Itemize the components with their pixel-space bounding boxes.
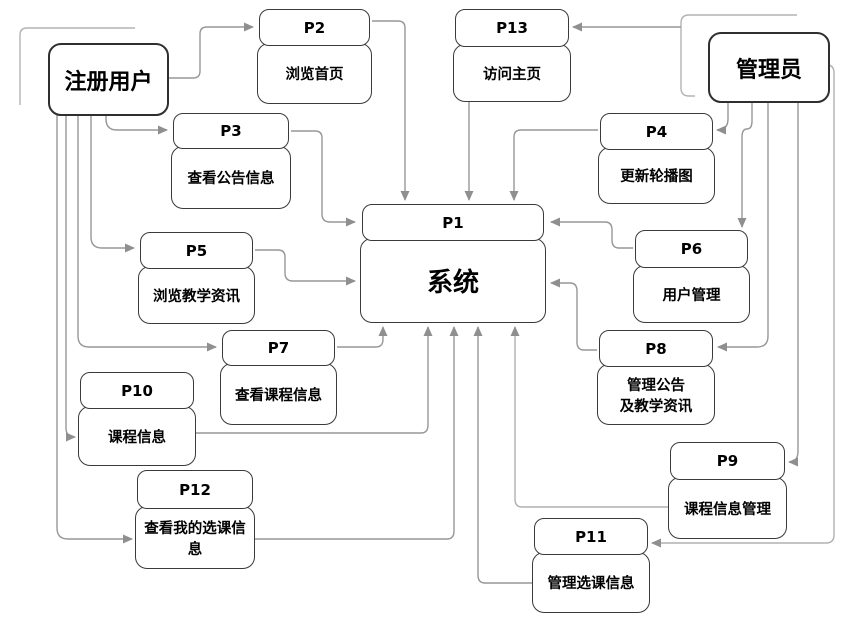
process-p13-label: 访问主页 [453, 44, 571, 102]
stray-line-top-right [680, 14, 797, 97]
process-p7: P7 查看课程信息 [220, 330, 337, 425]
process-p11-code: P11 [534, 518, 648, 555]
process-p5: P5 浏览教学资讯 [138, 232, 255, 324]
process-p12: P12 查看我的选课信息 [135, 470, 255, 569]
process-p9-code: P9 [670, 442, 785, 480]
process-p3-label: 查看公告信息 [171, 146, 291, 209]
process-p6-label: 用户管理 [633, 265, 750, 323]
process-p9: P9 课程信息管理 [668, 442, 787, 539]
edge-p9-p1 [510, 326, 668, 508]
edge-user-p7 [77, 112, 217, 352]
process-p6-code: P6 [635, 230, 748, 268]
process-p7-code: P7 [222, 330, 335, 366]
process-p11-label: 管理选课信息 [532, 552, 650, 613]
process-p11: P11 管理选课信息 [532, 518, 650, 613]
process-p8-label: 管理公告 及教学资讯 [597, 364, 715, 425]
edge-admin-p9 [788, 99, 799, 467]
process-p8-code: P8 [599, 330, 713, 367]
stray-line-top-left [19, 27, 135, 105]
edge-user-p5 [90, 112, 135, 253]
edge-user-p10 [65, 112, 76, 442]
edge-p4-p1 [509, 129, 598, 201]
process-p6: P6 用户管理 [633, 230, 750, 323]
actor-registered-user: 注册用户 [48, 43, 169, 116]
process-p10-code: P10 [80, 372, 194, 409]
process-p13-code: P13 [455, 9, 569, 47]
process-p1-code: P1 [362, 204, 544, 241]
process-p2: P2 浏览首页 [257, 9, 372, 104]
process-p2-label: 浏览首页 [257, 43, 372, 104]
process-p2-code: P2 [259, 9, 370, 46]
process-p5-label: 浏览教学资讯 [138, 266, 255, 324]
actor-admin: 管理员 [708, 32, 830, 103]
edge-p8-p1 [550, 278, 597, 351]
edge-p12-p1 [255, 326, 459, 540]
edge-p11-p1 [473, 326, 532, 584]
process-p8: P8 管理公告 及教学资讯 [597, 330, 715, 425]
edge-user-p3 [105, 112, 168, 135]
process-p4: P4 更新轮播图 [598, 113, 715, 204]
edge-user-p2 [165, 22, 254, 79]
process-p12-code: P12 [137, 470, 253, 509]
edge-p6-p1 [550, 217, 633, 249]
process-p4-code: P4 [600, 113, 713, 150]
process-p12-label: 查看我的选课信息 [135, 506, 255, 569]
edge-p3-p1 [291, 130, 356, 227]
edge-user-p12 [56, 112, 133, 544]
process-p13: P13 访问主页 [453, 9, 571, 102]
edge-admin-p8 [717, 99, 769, 352]
process-p1-system: P1 系统 [360, 204, 546, 323]
process-p1-label: 系统 [360, 238, 546, 323]
edge-admin-p6 [737, 99, 753, 228]
edge-p2-p1 [372, 20, 410, 201]
process-p10: P10 课程信息 [78, 372, 196, 466]
process-p10-label: 课程信息 [78, 406, 196, 466]
edge-admin-p4 [716, 99, 729, 135]
process-p3: P3 查看公告信息 [171, 113, 291, 209]
process-p3-code: P3 [173, 113, 289, 149]
process-p5-code: P5 [140, 232, 253, 269]
edge-p10-p1 [196, 326, 433, 434]
process-p9-label: 课程信息管理 [668, 477, 787, 539]
process-p7-label: 查看课程信息 [220, 363, 337, 425]
process-p4-label: 更新轮播图 [598, 147, 715, 204]
edge-p7-p1 [337, 326, 388, 348]
edge-p5-p1 [255, 249, 356, 286]
